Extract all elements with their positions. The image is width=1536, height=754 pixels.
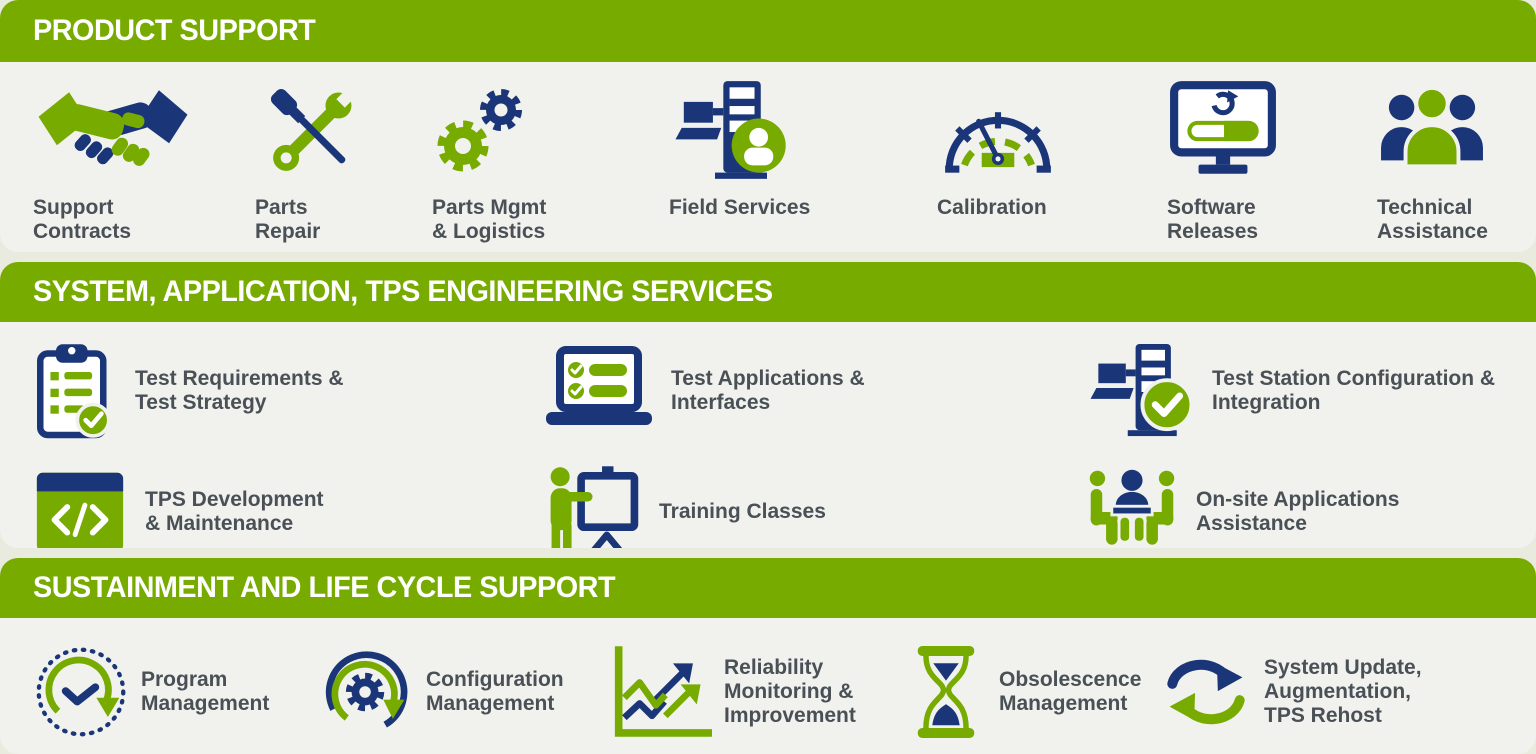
laptop-checklist-icon [543, 345, 655, 437]
item-technical-assistance: Technical Assistance [1377, 76, 1516, 252]
handshake-icon [33, 76, 255, 186]
section-sustainment: SUSTAINMENT AND LIFE CYCLE SUPPORT Progr… [0, 558, 1536, 754]
product-support-items: Support Contracts [0, 62, 1536, 252]
item-label: Parts Mgmt & Logistics [432, 196, 547, 243]
item-training-classes: Training Classes [512, 459, 1024, 548]
clipboard-checklist-icon [31, 341, 119, 441]
test-station-check-icon [1084, 342, 1196, 440]
item-label: Software Releases [1167, 196, 1259, 243]
monitor-update-icon [1167, 76, 1377, 186]
section-header: SUSTAINMENT AND LIFE CYCLE SUPPORT [0, 558, 1536, 618]
item-test-station-config: Test Station Configuration & Integration [1024, 338, 1536, 443]
item-label: TPS Development & Maintenance [145, 487, 324, 535]
item-obsolescence-management: Obsolescence Management [905, 643, 1160, 741]
presenter-icon [543, 462, 643, 548]
item-support-contracts: Support Contracts [33, 76, 255, 252]
item-label: Training Classes [659, 499, 826, 523]
item-label: Technical Assistance [1377, 196, 1488, 243]
item-label: Test Station Configuration & Integration [1212, 366, 1496, 414]
section-product-support: PRODUCT SUPPORT [0, 0, 1536, 252]
gear-cycle-icon [318, 644, 414, 740]
tools-icon [255, 76, 432, 186]
section-title: PRODUCT SUPPORT [33, 14, 316, 47]
item-onsite-assistance: On-site Applications Assistance [1024, 459, 1536, 548]
item-system-update: System Update, Augmentation, TPS Rehost [1160, 651, 1526, 733]
item-label: On-site Applications Assistance [1196, 487, 1400, 535]
trend-chart-icon [612, 643, 712, 741]
gauge-icon [937, 76, 1167, 186]
item-configuration-management: Configuration Management [318, 644, 612, 740]
section-engineering-services: SYSTEM, APPLICATION, TPS ENGINEERING SER… [0, 262, 1536, 548]
section-header: SYSTEM, APPLICATION, TPS ENGINEERING SER… [0, 262, 1536, 322]
item-label: Obsolescence Management [999, 668, 1142, 715]
item-parts-repair: Parts Repair [255, 76, 432, 252]
item-label: Field Services [669, 196, 811, 219]
engineering-services-items: Test Requirements & Test Strategy [0, 322, 1536, 548]
code-window-icon [31, 468, 129, 548]
item-label: Support Contracts [33, 196, 132, 243]
item-label: Test Requirements & Test Strategy [135, 366, 344, 414]
section-header: PRODUCT SUPPORT [0, 0, 1536, 62]
item-label: Calibration [937, 196, 1047, 219]
item-label: Reliability Monitoring & Improvement [724, 656, 856, 727]
item-software-releases: Software Releases [1167, 76, 1377, 252]
item-test-requirements: Test Requirements & Test Strategy [0, 338, 512, 443]
item-label: Configuration Management [426, 668, 564, 715]
item-label: Parts Repair [255, 196, 321, 243]
sync-arrows-icon [1160, 651, 1252, 733]
hourglass-icon [905, 643, 987, 741]
gears-icon [432, 76, 669, 186]
section-title: SYSTEM, APPLICATION, TPS ENGINEERING SER… [33, 275, 773, 308]
section-title: SUSTAINMENT AND LIFE CYCLE SUPPORT [33, 571, 616, 604]
meeting-icon [1084, 464, 1180, 549]
test-station-user-icon [669, 76, 937, 186]
item-field-services: Field Services [669, 76, 937, 252]
clock-cycle-icon [33, 644, 129, 740]
item-label: Program Management [141, 668, 270, 715]
item-label: Test Applications & Interfaces [671, 366, 865, 414]
item-reliability-monitoring: Reliability Monitoring & Improvement [612, 643, 905, 741]
people-group-icon [1377, 76, 1516, 186]
item-program-management: Program Management [33, 644, 318, 740]
item-test-applications: Test Applications & Interfaces [512, 338, 1024, 443]
item-label: System Update, Augmentation, TPS Rehost [1264, 656, 1422, 727]
item-tps-development: TPS Development & Maintenance [0, 459, 512, 548]
sustainment-items: Program Management Configuration Managem… [0, 618, 1536, 754]
item-parts-mgmt: Parts Mgmt & Logistics [432, 76, 669, 252]
item-calibration: Calibration [937, 76, 1167, 252]
